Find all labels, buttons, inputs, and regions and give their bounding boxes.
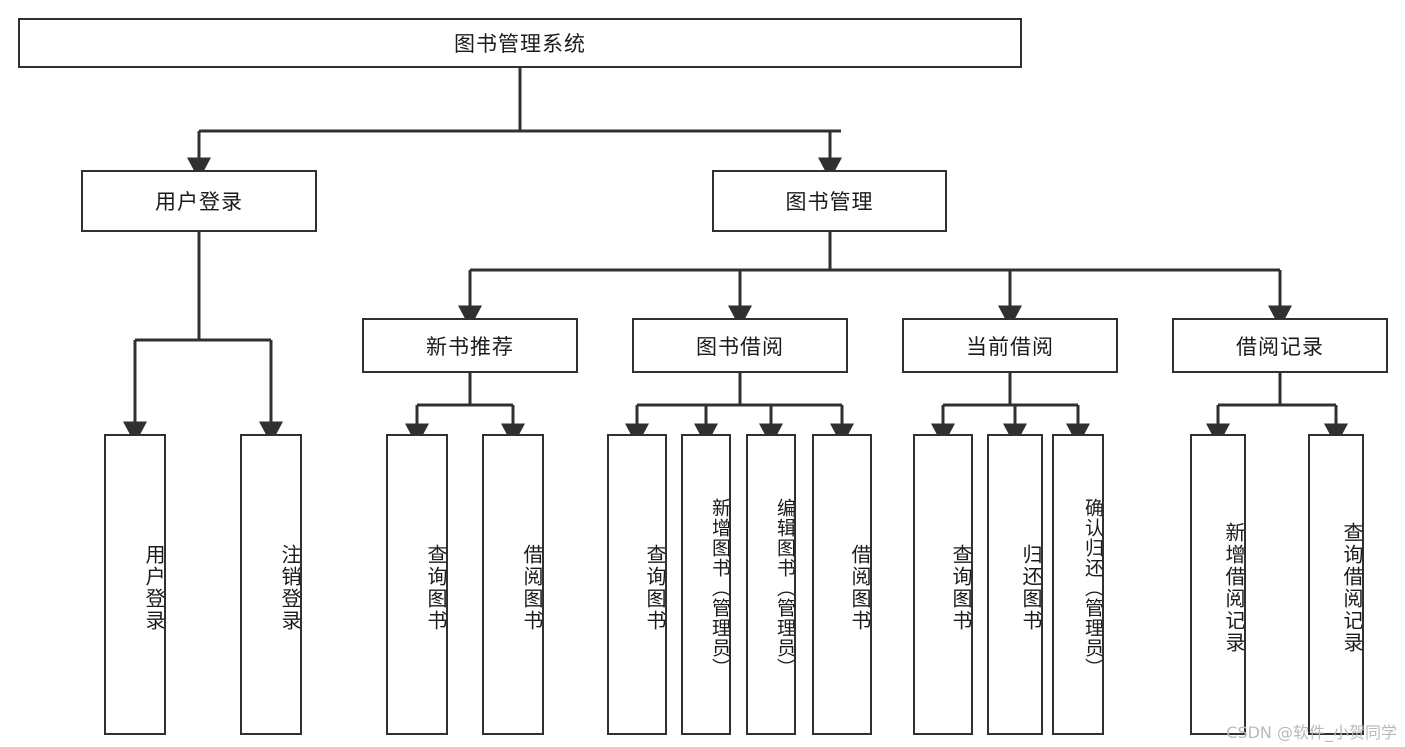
node-root[interactable]: 图书管理系统	[18, 18, 1022, 68]
node-leaf-query-book-2-label: 查询图书	[643, 543, 667, 632]
node-leaf-query-book-1[interactable]: 查询图书	[386, 434, 448, 735]
node-leaf-confirm-return[interactable]: 确认归还（管理员）	[1052, 434, 1104, 735]
node-leaf-query-record[interactable]: 查询借阅记录	[1308, 434, 1364, 735]
node-leaf-logout[interactable]: 注销登录	[240, 434, 302, 735]
node-leaf-user-login[interactable]: 用户登录	[104, 434, 166, 735]
node-borrow-record[interactable]: 借阅记录	[1172, 318, 1388, 373]
node-root-label: 图书管理系统	[454, 32, 586, 56]
node-leaf-query-book-3-label: 查询图书	[949, 543, 973, 632]
node-borrow-record-label: 借阅记录	[1236, 334, 1324, 359]
node-new-book-recommend-label: 新书推荐	[426, 334, 514, 359]
node-leaf-confirm-return-label: 确认归还（管理员）	[1082, 497, 1104, 678]
node-leaf-add-book-label: 新增图书（管理员）	[709, 497, 731, 678]
node-leaf-add-record[interactable]: 新增借阅记录	[1190, 434, 1246, 735]
node-leaf-edit-book-label: 编辑图书（管理员）	[774, 497, 796, 678]
node-leaf-borrow-book-1-label: 借阅图书	[520, 543, 544, 632]
node-leaf-add-record-label: 新增借阅记录	[1222, 521, 1246, 654]
node-leaf-return-book-label: 归还图书	[1019, 543, 1043, 632]
node-current-borrow[interactable]: 当前借阅	[902, 318, 1118, 373]
node-user-login-label: 用户登录	[155, 190, 243, 214]
node-current-borrow-label: 当前借阅	[966, 334, 1054, 359]
node-book-manage-label: 图书管理	[785, 190, 874, 214]
node-leaf-borrow-book-1[interactable]: 借阅图书	[482, 434, 544, 735]
node-book-borrow-label: 图书借阅	[696, 334, 784, 359]
node-new-book-recommend[interactable]: 新书推荐	[362, 318, 578, 373]
node-leaf-query-book-1-label: 查询图书	[424, 543, 448, 632]
node-user-login[interactable]: 用户登录	[81, 170, 317, 232]
node-leaf-logout-label: 注销登录	[278, 543, 302, 632]
node-leaf-query-record-label: 查询借阅记录	[1340, 521, 1364, 654]
node-leaf-borrow-book-2-label: 借阅图书	[848, 543, 872, 632]
node-leaf-add-book[interactable]: 新增图书（管理员）	[681, 434, 731, 735]
csdn-watermark: CSDN @软件_小贺同学	[1226, 723, 1397, 742]
node-leaf-borrow-book-2[interactable]: 借阅图书	[812, 434, 872, 735]
node-leaf-user-login-label: 用户登录	[142, 543, 166, 632]
node-leaf-query-book-2[interactable]: 查询图书	[607, 434, 667, 735]
node-leaf-return-book[interactable]: 归还图书	[987, 434, 1043, 735]
node-book-manage[interactable]: 图书管理	[712, 170, 947, 232]
node-book-borrow[interactable]: 图书借阅	[632, 318, 848, 373]
node-leaf-edit-book[interactable]: 编辑图书（管理员）	[746, 434, 796, 735]
node-leaf-query-book-3[interactable]: 查询图书	[913, 434, 973, 735]
